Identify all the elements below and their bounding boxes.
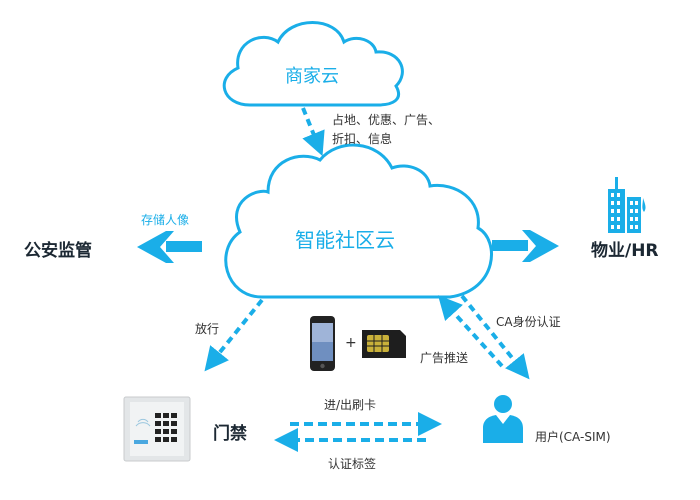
keypad-device-icon [123, 396, 191, 462]
auth-tag-label: 认证标签 [328, 457, 377, 471]
user-label: 用户(CA-SIM) [535, 430, 611, 444]
community-cloud-label: 智能社区云 [295, 228, 395, 252]
store-portrait-label: 存储人像 [141, 213, 190, 227]
arrow-community-to-access [204, 298, 264, 372]
community-cloud-shape [224, 143, 493, 299]
ca-auth-label: CA身份认证 [496, 315, 561, 329]
merchant-cloud-shape [222, 21, 404, 107]
plus-sign: + [345, 335, 357, 351]
access-control-label: 门禁 [213, 424, 247, 444]
ad-push-label: 广告推送 [420, 351, 469, 365]
sim-card-icon [362, 330, 406, 358]
police-label: 公安监管 [24, 241, 92, 261]
release-label: 放行 [195, 322, 220, 336]
smartphone-icon [310, 316, 335, 371]
user-icon [483, 395, 523, 443]
property-hr-label: 物业/HR [591, 241, 659, 261]
merchant-cloud-label: 商家云 [285, 66, 339, 87]
arrow-to-property [492, 230, 559, 262]
buildings-icon [608, 177, 646, 233]
merchant-info-label-line1: 占地、优惠、广告、 [332, 113, 441, 127]
arrow-community-to-user [460, 294, 530, 380]
merchant-info-label-line2: 折扣、信息 [332, 132, 393, 146]
arrow-user-to-community [437, 295, 504, 368]
card-in-out-label: 进/出刷卡 [324, 398, 377, 412]
arrow-merchant-to-community [301, 107, 325, 157]
arrow-to-police [137, 231, 202, 263]
